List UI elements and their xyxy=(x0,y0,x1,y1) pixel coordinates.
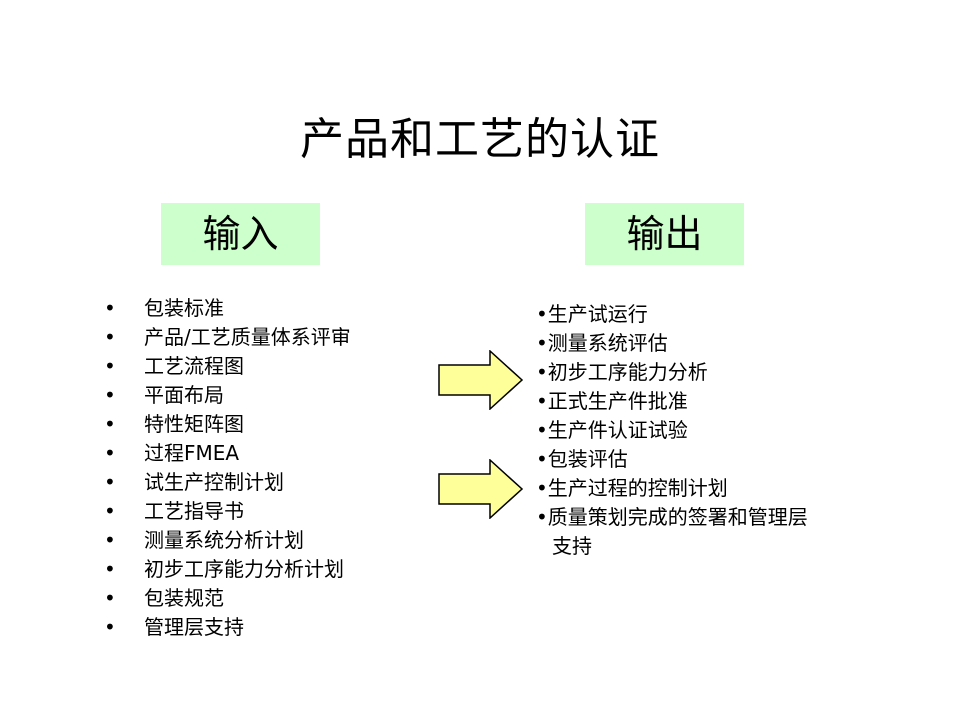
list-item: • 管理层支持 xyxy=(104,613,351,642)
list-item: •生产件认证试验 xyxy=(536,418,688,442)
list-item: •质量策划完成的签署和管理层 xyxy=(536,505,808,529)
page-title: 产品和工艺的认证 xyxy=(300,114,660,165)
input-item-label: 过程FMEA xyxy=(144,441,240,465)
input-item-label: 特性矩阵图 xyxy=(144,412,244,436)
list-item: • 产品/工艺质量体系评审 xyxy=(104,323,351,352)
list-item: • 测量系统分析计划 xyxy=(104,526,351,555)
input-label: 输入 xyxy=(161,203,320,265)
bullet: • xyxy=(104,586,116,610)
bullet: • xyxy=(104,412,116,436)
continuation-text: 支持 xyxy=(552,534,592,558)
input-item-label: 包装规范 xyxy=(144,586,224,610)
list-item: •包装评估 xyxy=(536,447,628,471)
bullet: • xyxy=(104,354,116,378)
list-item: •生产过程的控制计划 xyxy=(536,476,728,500)
input-item-label: 试生产控制计划 xyxy=(144,470,284,494)
input-item-label: 工艺指导书 xyxy=(144,499,244,523)
list-item: • 初步工序能力分析计划 xyxy=(104,555,351,584)
input-list: • 包装标准 • 产品/工艺质量体系评审 • 工艺流程图 • 平面布局 • 特性矩阵图 •… xyxy=(104,294,351,642)
input-item-label: 平面布局 xyxy=(144,383,224,407)
list-item: • 试生产控制计划 xyxy=(104,468,351,497)
output-list: •生产试运行 •测量系统评估 •初步工序能力分析 •正式生产件批准 •生产件认证… xyxy=(536,300,808,561)
input-item-label: 测量系统分析计划 xyxy=(144,528,304,552)
list-item: •初步工序能力分析 xyxy=(536,360,708,384)
input-item-label: 包装标准 xyxy=(144,296,224,320)
bullet: • xyxy=(104,296,116,320)
input-item-label: 初步工序能力分析计划 xyxy=(144,557,344,581)
bullet: • xyxy=(104,615,116,639)
list-item: • 工艺指导书 xyxy=(104,497,351,526)
input-item-label: 工艺流程图 xyxy=(144,354,244,378)
right-arrow-icon xyxy=(438,459,524,519)
input-item-label: 产品/工艺质量体系评审 xyxy=(144,325,351,349)
list-item: • 包装规范 xyxy=(104,584,351,613)
list-item: • 特性矩阵图 xyxy=(104,410,351,439)
bullet: • xyxy=(104,557,116,581)
bullet: • xyxy=(104,441,116,465)
bullet: • xyxy=(104,325,116,349)
bullet: • xyxy=(104,470,116,494)
list-item: •正式生产件批准 xyxy=(536,389,688,413)
list-item: • 过程FMEA xyxy=(104,439,351,468)
bullet: • xyxy=(104,383,116,407)
list-item-continuation: 支持 xyxy=(536,532,808,561)
output-label: 输出 xyxy=(585,203,744,265)
input-item-label: 管理层支持 xyxy=(144,615,244,639)
list-item: • 平面布局 xyxy=(104,381,351,410)
list-item: • 工艺流程图 xyxy=(104,352,351,381)
list-item: • 包装标准 xyxy=(104,294,351,323)
bullet: • xyxy=(104,499,116,523)
right-arrow-icon xyxy=(438,350,524,410)
list-item: •生产试运行 xyxy=(536,302,648,326)
list-item: •测量系统评估 xyxy=(536,331,668,355)
bullet: • xyxy=(104,528,116,552)
